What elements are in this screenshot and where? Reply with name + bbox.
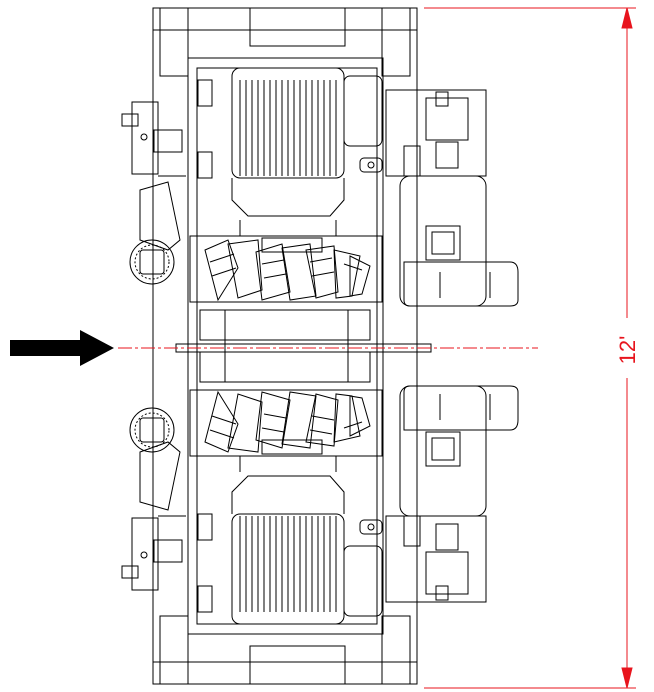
gearbox-top <box>385 89 519 307</box>
motor-bottom <box>197 475 383 625</box>
feed-rail <box>175 309 432 383</box>
gearbox-bottom <box>385 385 519 603</box>
outer-frame <box>152 7 418 685</box>
cutter-head-top <box>189 220 383 303</box>
feed-direction-arrow-icon <box>10 330 114 366</box>
gear-assembly-bottom <box>121 407 186 591</box>
motor-top <box>197 67 383 217</box>
dimension-label: 12' <box>615 335 640 365</box>
dimension-lines <box>424 7 636 689</box>
cutter-head-bottom <box>189 389 383 472</box>
gear-assembly-top <box>121 101 186 285</box>
